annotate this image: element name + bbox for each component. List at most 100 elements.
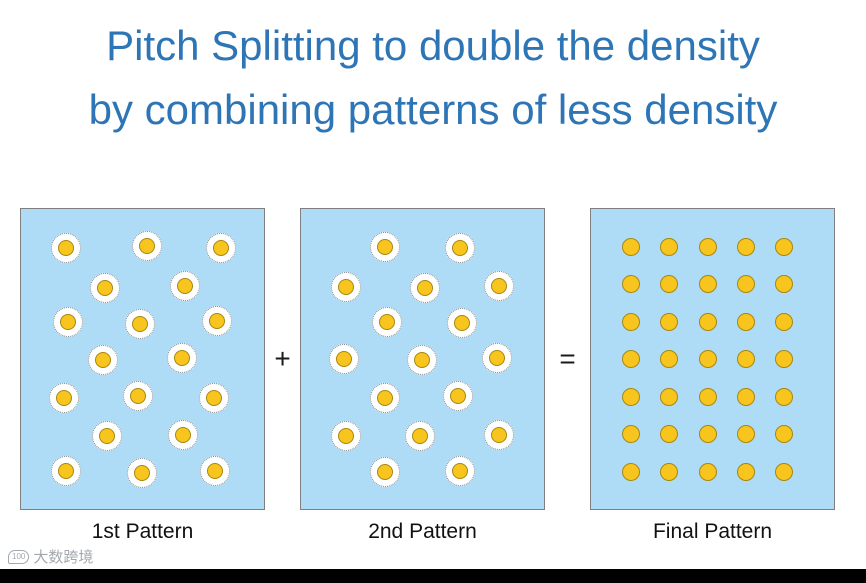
pattern-dot — [660, 312, 679, 331]
dot-core — [176, 278, 193, 295]
watermark-text: 大数跨境 — [33, 549, 94, 566]
pattern-dot — [775, 462, 794, 481]
pattern-dot — [775, 237, 794, 256]
pattern-dot — [370, 231, 401, 262]
pattern-dot — [199, 383, 230, 414]
pattern-dot — [125, 308, 156, 339]
slide-title: Pitch Splitting to double the density by… — [0, 14, 866, 142]
pattern-dot — [660, 350, 679, 368]
dot-core — [491, 426, 508, 443]
dot-core — [414, 351, 430, 368]
pattern-dot — [775, 312, 794, 331]
dot-core — [174, 426, 191, 443]
pattern-dot — [202, 306, 233, 337]
watermark: 100 大数跨境 — [8, 546, 93, 567]
pattern-dot — [660, 387, 679, 406]
watermark-logo-icon: 100 — [8, 549, 30, 564]
pattern-dot — [370, 456, 401, 487]
dot-core — [57, 463, 74, 480]
pattern-dot — [50, 456, 81, 487]
dot-core — [99, 428, 116, 445]
dot-core — [59, 314, 76, 331]
pattern-dot — [737, 350, 756, 368]
dot-core — [412, 428, 429, 445]
pattern-dot — [775, 425, 794, 443]
dot-core — [377, 238, 394, 255]
pattern-dot — [482, 343, 513, 374]
dot-core — [55, 389, 72, 406]
pattern-dot — [90, 272, 121, 303]
pattern-dot — [52, 307, 83, 338]
pattern-dot — [737, 462, 756, 481]
pattern-dot — [737, 312, 756, 331]
bottom-bar — [0, 569, 866, 583]
pattern-dot — [622, 425, 641, 443]
dot-core — [206, 390, 223, 407]
pattern-dot — [330, 420, 361, 451]
pattern-dot — [48, 382, 79, 413]
dot-core — [379, 314, 396, 331]
dot-core — [57, 239, 74, 256]
pattern-dot — [622, 237, 641, 256]
dot-core — [453, 315, 470, 331]
pattern-dot — [622, 312, 641, 331]
pattern-dot — [206, 232, 237, 263]
dot-core — [173, 350, 190, 367]
pattern-dot — [169, 271, 200, 302]
dot-core — [416, 279, 433, 296]
dot-core — [130, 388, 147, 405]
dot-core — [451, 239, 468, 256]
pattern-dot — [409, 272, 440, 303]
pattern-dot — [328, 344, 359, 374]
dot-core — [377, 389, 394, 406]
pattern-panel-final — [590, 208, 835, 510]
caption-final-pattern: Final Pattern — [652, 520, 773, 543]
dot-core — [377, 463, 394, 480]
dot-core — [491, 278, 508, 295]
plus-operator: + — [274, 343, 291, 374]
pattern-dot — [444, 232, 475, 263]
pattern-dot — [622, 462, 641, 481]
dot-core — [95, 351, 112, 368]
pattern-dot — [698, 275, 717, 293]
dot-core — [207, 463, 224, 480]
pattern-dot — [660, 462, 679, 481]
pattern-dot — [200, 456, 231, 487]
dot-core — [138, 238, 155, 255]
pattern-dot — [622, 350, 641, 368]
pattern-dot — [660, 275, 679, 293]
pattern-dot — [775, 350, 794, 368]
pattern-dot — [442, 381, 473, 412]
pattern-panel-first — [20, 208, 265, 510]
equals-operator: = — [559, 343, 576, 374]
pattern-dot — [660, 425, 679, 443]
pattern-dot — [127, 457, 157, 488]
dot-core — [132, 315, 149, 332]
pattern-dot — [370, 382, 401, 413]
caption-first-pattern: 1st Pattern — [91, 520, 194, 543]
pattern-dot — [92, 421, 123, 452]
pattern-dot — [405, 421, 436, 452]
dot-core — [209, 313, 226, 330]
pattern-dot — [444, 456, 475, 487]
pattern-dot — [737, 237, 756, 256]
caption-second-pattern: 2nd Pattern — [368, 520, 477, 543]
title-line-2: by combining patterns of less density — [88, 85, 778, 133]
title-line-1: Pitch Splitting to double the density — [106, 22, 760, 69]
dot-core — [335, 351, 352, 367]
dot-core — [213, 239, 230, 256]
pattern-dot — [698, 237, 717, 256]
pattern-dot — [698, 312, 717, 331]
pattern-dot — [50, 232, 81, 263]
pattern-dot — [698, 350, 717, 368]
dot-core — [489, 350, 506, 367]
pattern-dot — [484, 419, 515, 450]
pattern-dot — [737, 387, 756, 406]
dot-core — [97, 279, 114, 296]
pattern-dot — [446, 308, 477, 338]
pattern-dot — [622, 387, 641, 406]
pattern-dot — [737, 275, 756, 293]
pattern-dot — [698, 425, 717, 443]
dot-core — [337, 278, 354, 295]
